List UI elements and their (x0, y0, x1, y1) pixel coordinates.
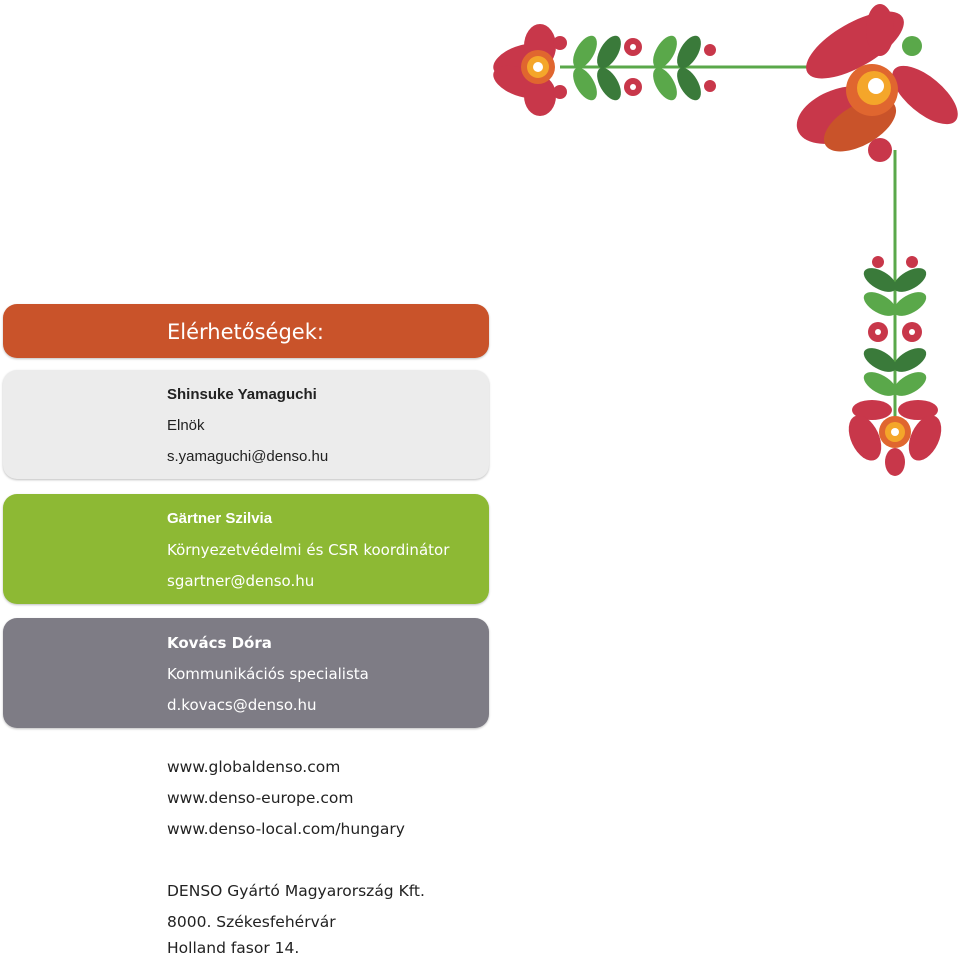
contact-role: Kommunikációs specialista (167, 665, 369, 683)
contact-name: Kovács Dóra (167, 634, 272, 652)
address-street: Holland fasor 14. (167, 939, 300, 957)
corner-flower-motif (796, 4, 958, 162)
left-tulip-motif (493, 24, 567, 116)
address-company: DENSO Gyártó Magyarország Kft. (167, 882, 425, 900)
contact-card-president (3, 370, 489, 479)
website-link[interactable]: www.globaldenso.com (167, 758, 341, 776)
website-link[interactable]: www.denso-europe.com (167, 789, 354, 807)
section-title: Elérhetőségek: (167, 320, 324, 344)
contact-name: Gärtner Szilvia (167, 510, 273, 527)
contact-email[interactable]: sgartner@denso.hu (167, 572, 315, 590)
contact-card-csr (3, 494, 489, 604)
bottom-tulip-motif (848, 400, 942, 476)
contact-role: Környezetvédelmi és CSR koordinátor (167, 541, 450, 559)
website-link[interactable]: www.denso-local.com/hungary (167, 820, 405, 838)
contact-email[interactable]: s.yamaguchi@denso.hu (167, 448, 329, 465)
contact-card-communications (3, 618, 489, 728)
section-header-band (3, 304, 489, 358)
contact-role: Elnök (167, 417, 205, 434)
contact-name: Shinsuke Yamaguchi (167, 386, 317, 403)
contact-email[interactable]: d.kovacs@denso.hu (167, 696, 317, 714)
address-city: 8000. Székesfehérvár (167, 913, 336, 931)
